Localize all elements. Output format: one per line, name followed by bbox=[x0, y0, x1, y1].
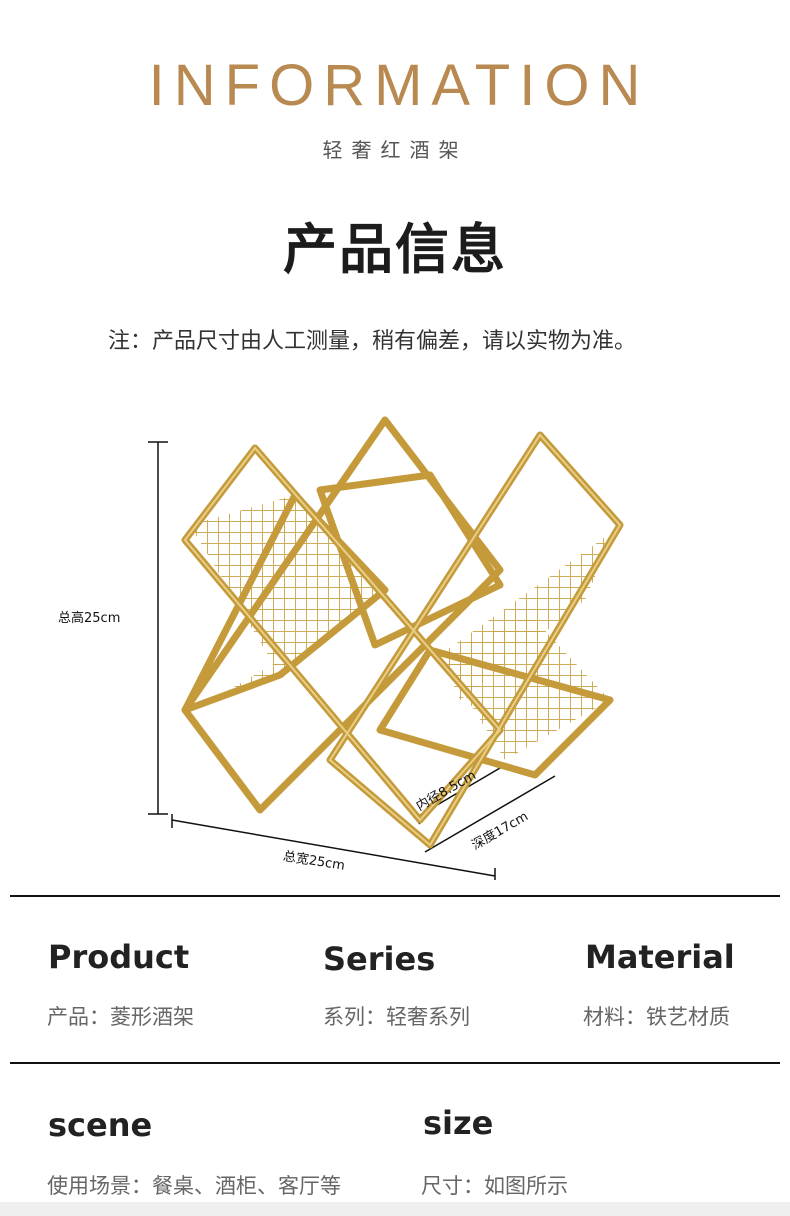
divider bbox=[10, 1062, 780, 1064]
spec-label-product: Product bbox=[48, 938, 190, 976]
spec-value-series: 系列：轻奢系列 bbox=[323, 1005, 470, 1029]
height-label: 总高25cm bbox=[58, 611, 121, 626]
rack-frames bbox=[181, 416, 624, 849]
mesh-panels bbox=[190, 495, 615, 760]
spec-value-size: 尺寸：如图所示 bbox=[421, 1174, 568, 1198]
divider bbox=[10, 895, 780, 897]
bottom-strip bbox=[0, 1202, 790, 1216]
dimension-lines bbox=[148, 441, 556, 880]
measurement-note: 注：产品尺寸由人工测量，稍有偏差，请以实物为准。 bbox=[108, 329, 637, 354]
wine-rack-image bbox=[148, 416, 624, 880]
page-title: 产品信息 bbox=[283, 218, 507, 281]
spec-label-material: Material bbox=[585, 938, 735, 976]
spec-label-scene: scene bbox=[48, 1106, 153, 1144]
spec-value-product: 产品：菱形酒架 bbox=[47, 1005, 194, 1029]
spec-label-size: size bbox=[423, 1104, 494, 1142]
english-title: INFORMATION bbox=[148, 53, 650, 118]
spec-value-scene: 使用场景：餐桌、酒柜、客厅等 bbox=[47, 1174, 341, 1198]
spec-value-material: 材料：铁艺材质 bbox=[583, 1005, 730, 1029]
subtitle: 轻奢红酒架 bbox=[322, 138, 468, 162]
frame-highlights bbox=[183, 433, 622, 847]
spec-label-series: Series bbox=[323, 940, 436, 978]
